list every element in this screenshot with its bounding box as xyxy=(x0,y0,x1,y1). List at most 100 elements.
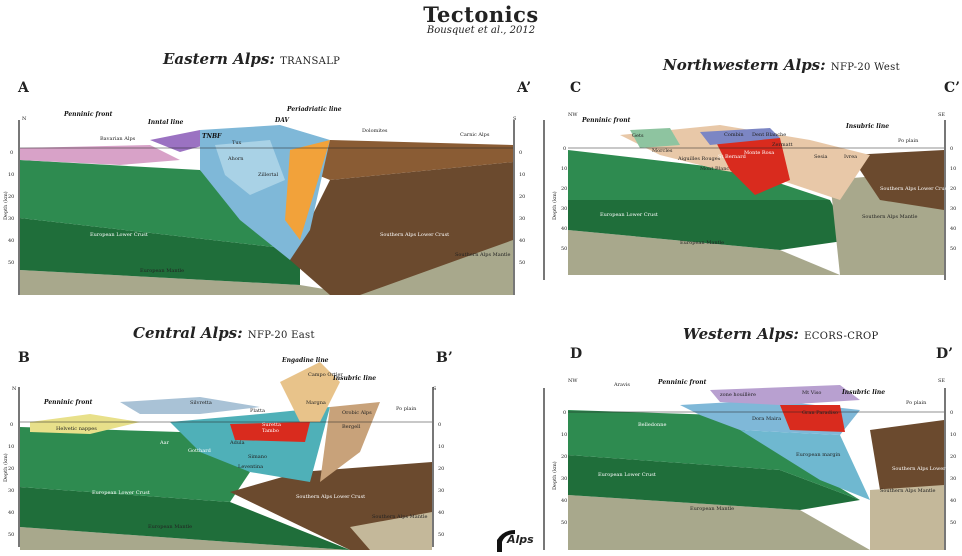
european-lower-crust xyxy=(568,455,860,510)
tick-label: 30 xyxy=(519,216,525,222)
southern-alps-lower-crust-label: Southern Alps Lower Crust xyxy=(892,466,961,472)
southern-alps-lower-crust xyxy=(870,420,944,500)
european-lower-crust xyxy=(568,200,850,250)
tick-label: 0 xyxy=(10,422,13,428)
tick-label: 10 xyxy=(950,432,956,438)
tick-label: 20 xyxy=(561,454,567,460)
mont-blanc-label: Mont Blanc xyxy=(700,166,729,172)
tick-label: 0 xyxy=(950,410,953,416)
tick-label: 40 xyxy=(561,226,567,232)
logo-shape xyxy=(497,530,515,552)
carnic-alps-label: Carnic Alps xyxy=(460,132,490,138)
gotthard-label: Gotthard xyxy=(188,448,212,454)
depth-axis-right xyxy=(513,120,515,295)
tick-label: 50 xyxy=(8,260,14,266)
insubric-line-label: Insubric line xyxy=(845,123,889,130)
southern-alps-mantle-label: Southern Alps Mantle xyxy=(372,514,428,520)
tick-label: 30 xyxy=(8,488,14,494)
depth-ticks-left: 0 10 20 30 40 50 xyxy=(561,410,567,526)
european-mantle-label: European Mantle xyxy=(148,524,192,530)
direction-left: NW xyxy=(568,112,578,118)
southern-alps-lower-crust-label: Southern Alps Lower Crust xyxy=(880,186,949,192)
po-plain-label: Po plain xyxy=(898,138,919,144)
ivrea-label: Ivrea xyxy=(844,154,857,160)
southern-alps-upper-crust xyxy=(280,140,513,180)
tick-label: 40 xyxy=(8,510,14,516)
dav-label: DAV xyxy=(274,117,290,124)
bergell-label: Bergell xyxy=(342,424,361,430)
panel-name: Northwestern Alps: xyxy=(663,56,826,74)
ahorn-dome xyxy=(215,140,285,195)
cross-section-central-alps: N S Depth (km) 0 10 20 30 40 50 0 10 20 … xyxy=(2,357,444,550)
direction-left: NW xyxy=(568,378,578,384)
european-lower-crust xyxy=(20,487,350,550)
penninic-front-label: Penninic front xyxy=(657,379,707,386)
profile-end-label: D’ xyxy=(936,346,954,362)
helvetic-nappes-unit xyxy=(30,414,140,434)
sesia-label: Sesia xyxy=(814,154,828,160)
monte-rosa-label: Monte Rosa xyxy=(744,150,774,156)
european-upper-crust xyxy=(20,160,300,250)
depth-ticks-left: 0 10 20 30 40 50 xyxy=(561,146,567,252)
tick-label: 50 xyxy=(519,260,525,266)
penninic-front-label: Penninic front xyxy=(43,399,93,406)
profile-end-label: B’ xyxy=(436,350,453,366)
platta-label: Platta xyxy=(250,408,265,414)
campo-ortler-unit xyxy=(280,362,340,422)
panel-title-central: Central Alps: NFP-20 East xyxy=(133,324,315,342)
tick-label: 30 xyxy=(8,216,14,222)
tick-label: 0 xyxy=(563,410,566,416)
direction-right: S xyxy=(433,386,437,392)
depth-axis-left xyxy=(18,387,20,547)
aar-label: Aar xyxy=(159,440,170,446)
tick-label: 40 xyxy=(950,498,956,504)
european-lower-crust-label: European Lower Crust xyxy=(90,232,148,238)
tick-label: 30 xyxy=(950,476,956,482)
depth-ticks-right: 0 10 20 30 40 50 xyxy=(519,150,525,266)
tick-label: 30 xyxy=(561,476,567,482)
combin-label: Combin xyxy=(724,132,744,138)
adula-label: Adula xyxy=(229,440,245,446)
european-lower-crust-label: European Lower Crust xyxy=(598,472,656,478)
tick-label: 20 xyxy=(519,194,525,200)
tick-label: 30 xyxy=(950,206,956,212)
cross-section-eastern-alps: N S Depth (km) 0 10 20 30 40 50 0 10 20 … xyxy=(2,106,525,295)
tick-label: 50 xyxy=(950,520,956,526)
direction-right: S xyxy=(513,116,517,122)
tick-label: 10 xyxy=(561,432,567,438)
helvetic-nappes-label: Helvetic nappes xyxy=(56,426,97,432)
depth-axis-right xyxy=(944,388,946,550)
profile-start-label: B xyxy=(18,350,30,366)
penninic-front-label: Penninic front xyxy=(63,111,113,118)
cross-section-northwestern-alps: NW SE Depth (km) 0 10 20 30 40 50 0 10 2… xyxy=(543,112,956,280)
tux-label: Tux xyxy=(232,140,242,146)
depth-ticks-right: 0 10 20 30 40 50 xyxy=(950,410,956,526)
european-mantle xyxy=(20,527,350,550)
penninic-front-label: Penninic front xyxy=(581,117,631,124)
tick-label: 20 xyxy=(950,186,956,192)
southern-alps-lower-crust-label: Southern Alps Lower Crust xyxy=(296,494,365,500)
tick-label: 0 xyxy=(519,150,522,156)
tick-label: 50 xyxy=(438,532,444,538)
depth-axis-title: Depth (km) xyxy=(551,191,558,220)
southern-alps-lower-crust xyxy=(850,150,944,210)
depth-axis-right xyxy=(432,387,434,547)
depth-ticks-right: 0 10 20 30 40 50 xyxy=(438,422,444,538)
tambo-suretta xyxy=(230,422,310,442)
profile-end-label: A’ xyxy=(517,80,532,96)
tick-label: 20 xyxy=(8,466,14,472)
depth-axis-right xyxy=(944,120,946,280)
depth-axis-title: Depth (km) xyxy=(551,461,558,490)
profile-start-label: A xyxy=(18,80,29,96)
panel-profile: NFP-20 East xyxy=(247,330,315,341)
european-mantle-label: European Mantle xyxy=(690,506,734,512)
depth-axis-left xyxy=(543,120,545,280)
depth-axis-title: Depth (km) xyxy=(2,191,9,220)
european-mantle-label: European Mantle xyxy=(140,268,184,274)
panel-profile: TRANSALP xyxy=(280,56,341,67)
profile-start-label: D xyxy=(570,346,583,362)
tick-label: 30 xyxy=(561,206,567,212)
depth-axis-title: Depth (km) xyxy=(2,453,9,482)
orobic-alps-label: Orobic Alps xyxy=(342,410,372,416)
depth-ticks-left: 0 10 20 30 40 50 xyxy=(8,150,14,266)
